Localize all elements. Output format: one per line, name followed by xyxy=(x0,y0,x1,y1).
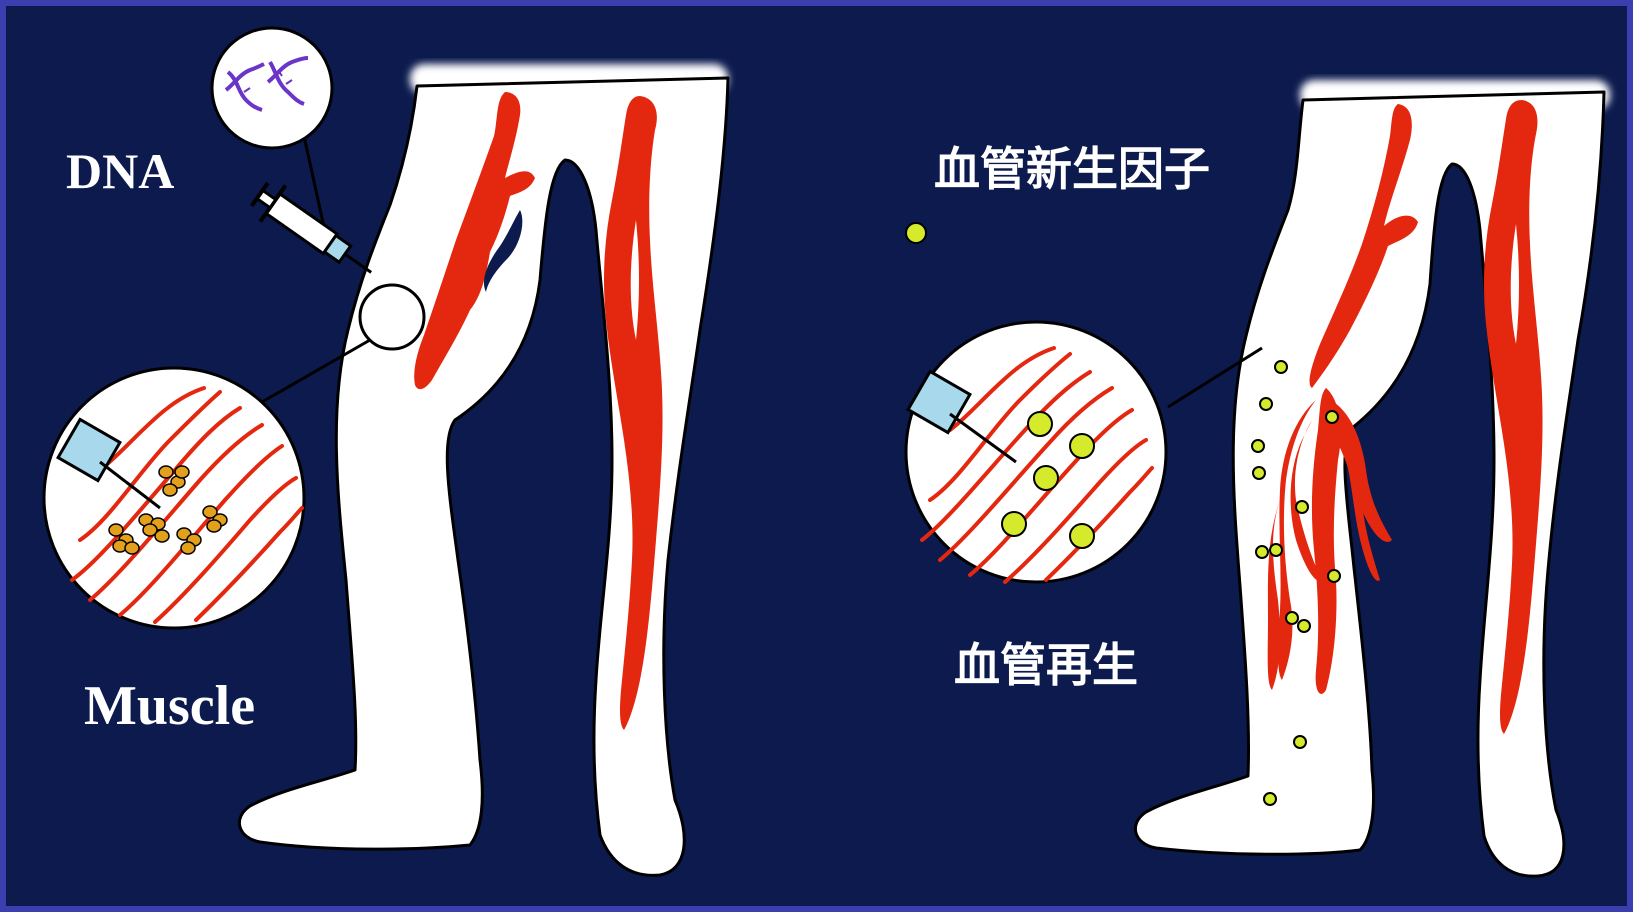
muscle-bubble xyxy=(42,366,306,630)
dna-label: DNA xyxy=(66,143,175,199)
dna-helix-icon xyxy=(224,56,309,112)
injection-site-circle xyxy=(358,283,426,351)
growth-factor-dots-bubble xyxy=(1001,411,1095,549)
vascular-regeneration-label: 血管再生 xyxy=(954,638,1138,692)
vessel-thigh-left-b xyxy=(483,210,523,292)
vessel-thigh-left-a xyxy=(414,92,535,390)
vessel-calf-left xyxy=(604,96,663,730)
muscle-label: Muscle xyxy=(84,675,256,737)
dna-cells xyxy=(108,465,228,555)
right-legs xyxy=(1134,80,1610,878)
syringe-icon xyxy=(250,181,373,274)
growth-factor-dots-leg xyxy=(1251,360,1341,806)
vessel-calf-left-gap xyxy=(630,220,639,340)
dna-bubble xyxy=(210,26,334,237)
vessel-regeneration-bubble xyxy=(904,320,1168,584)
growth-factor-dot-icon xyxy=(905,222,927,244)
angiogenic-factor-label: 血管新生因子 xyxy=(934,142,1210,196)
left-legs xyxy=(238,64,730,877)
